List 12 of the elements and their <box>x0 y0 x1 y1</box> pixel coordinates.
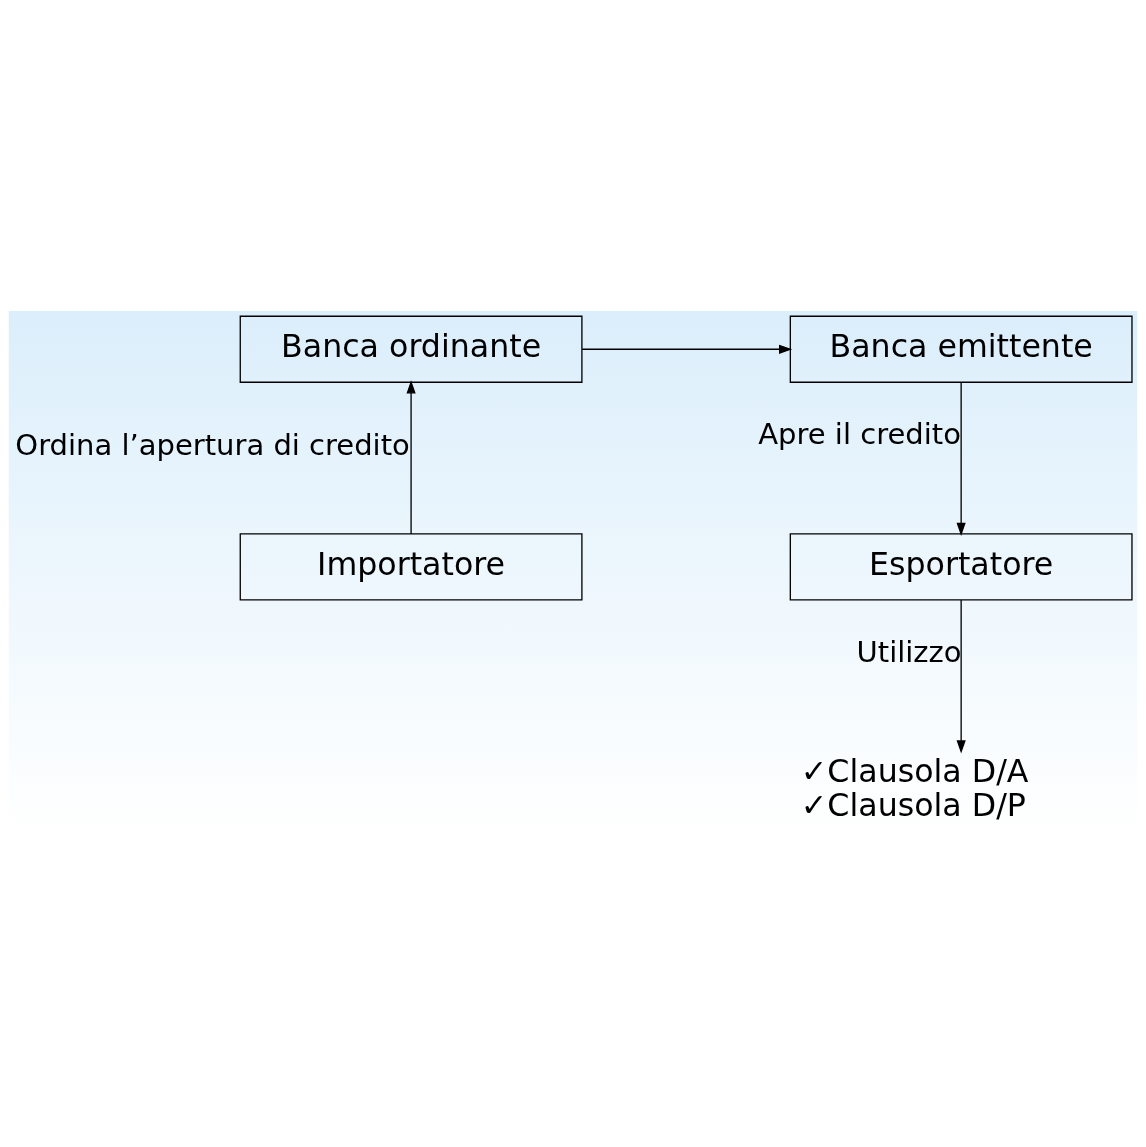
arrow <box>956 381 966 536</box>
edge-label: Utilizzo <box>856 635 962 670</box>
node-text: ✓Clausola D/A ✓Clausola D/P <box>800 753 1029 824</box>
arrow <box>581 344 793 354</box>
edge-label: Ordina l’apertura di credito <box>15 427 410 462</box>
node-box: Esportatore <box>789 533 1133 601</box>
arrow <box>956 599 966 754</box>
edge-label: Apre il credito <box>758 417 961 452</box>
node-box: Importatore <box>239 533 583 601</box>
arrow <box>406 380 416 535</box>
node-box: Banca ordinante <box>239 315 583 383</box>
node-box: Banca emittente <box>789 315 1133 383</box>
